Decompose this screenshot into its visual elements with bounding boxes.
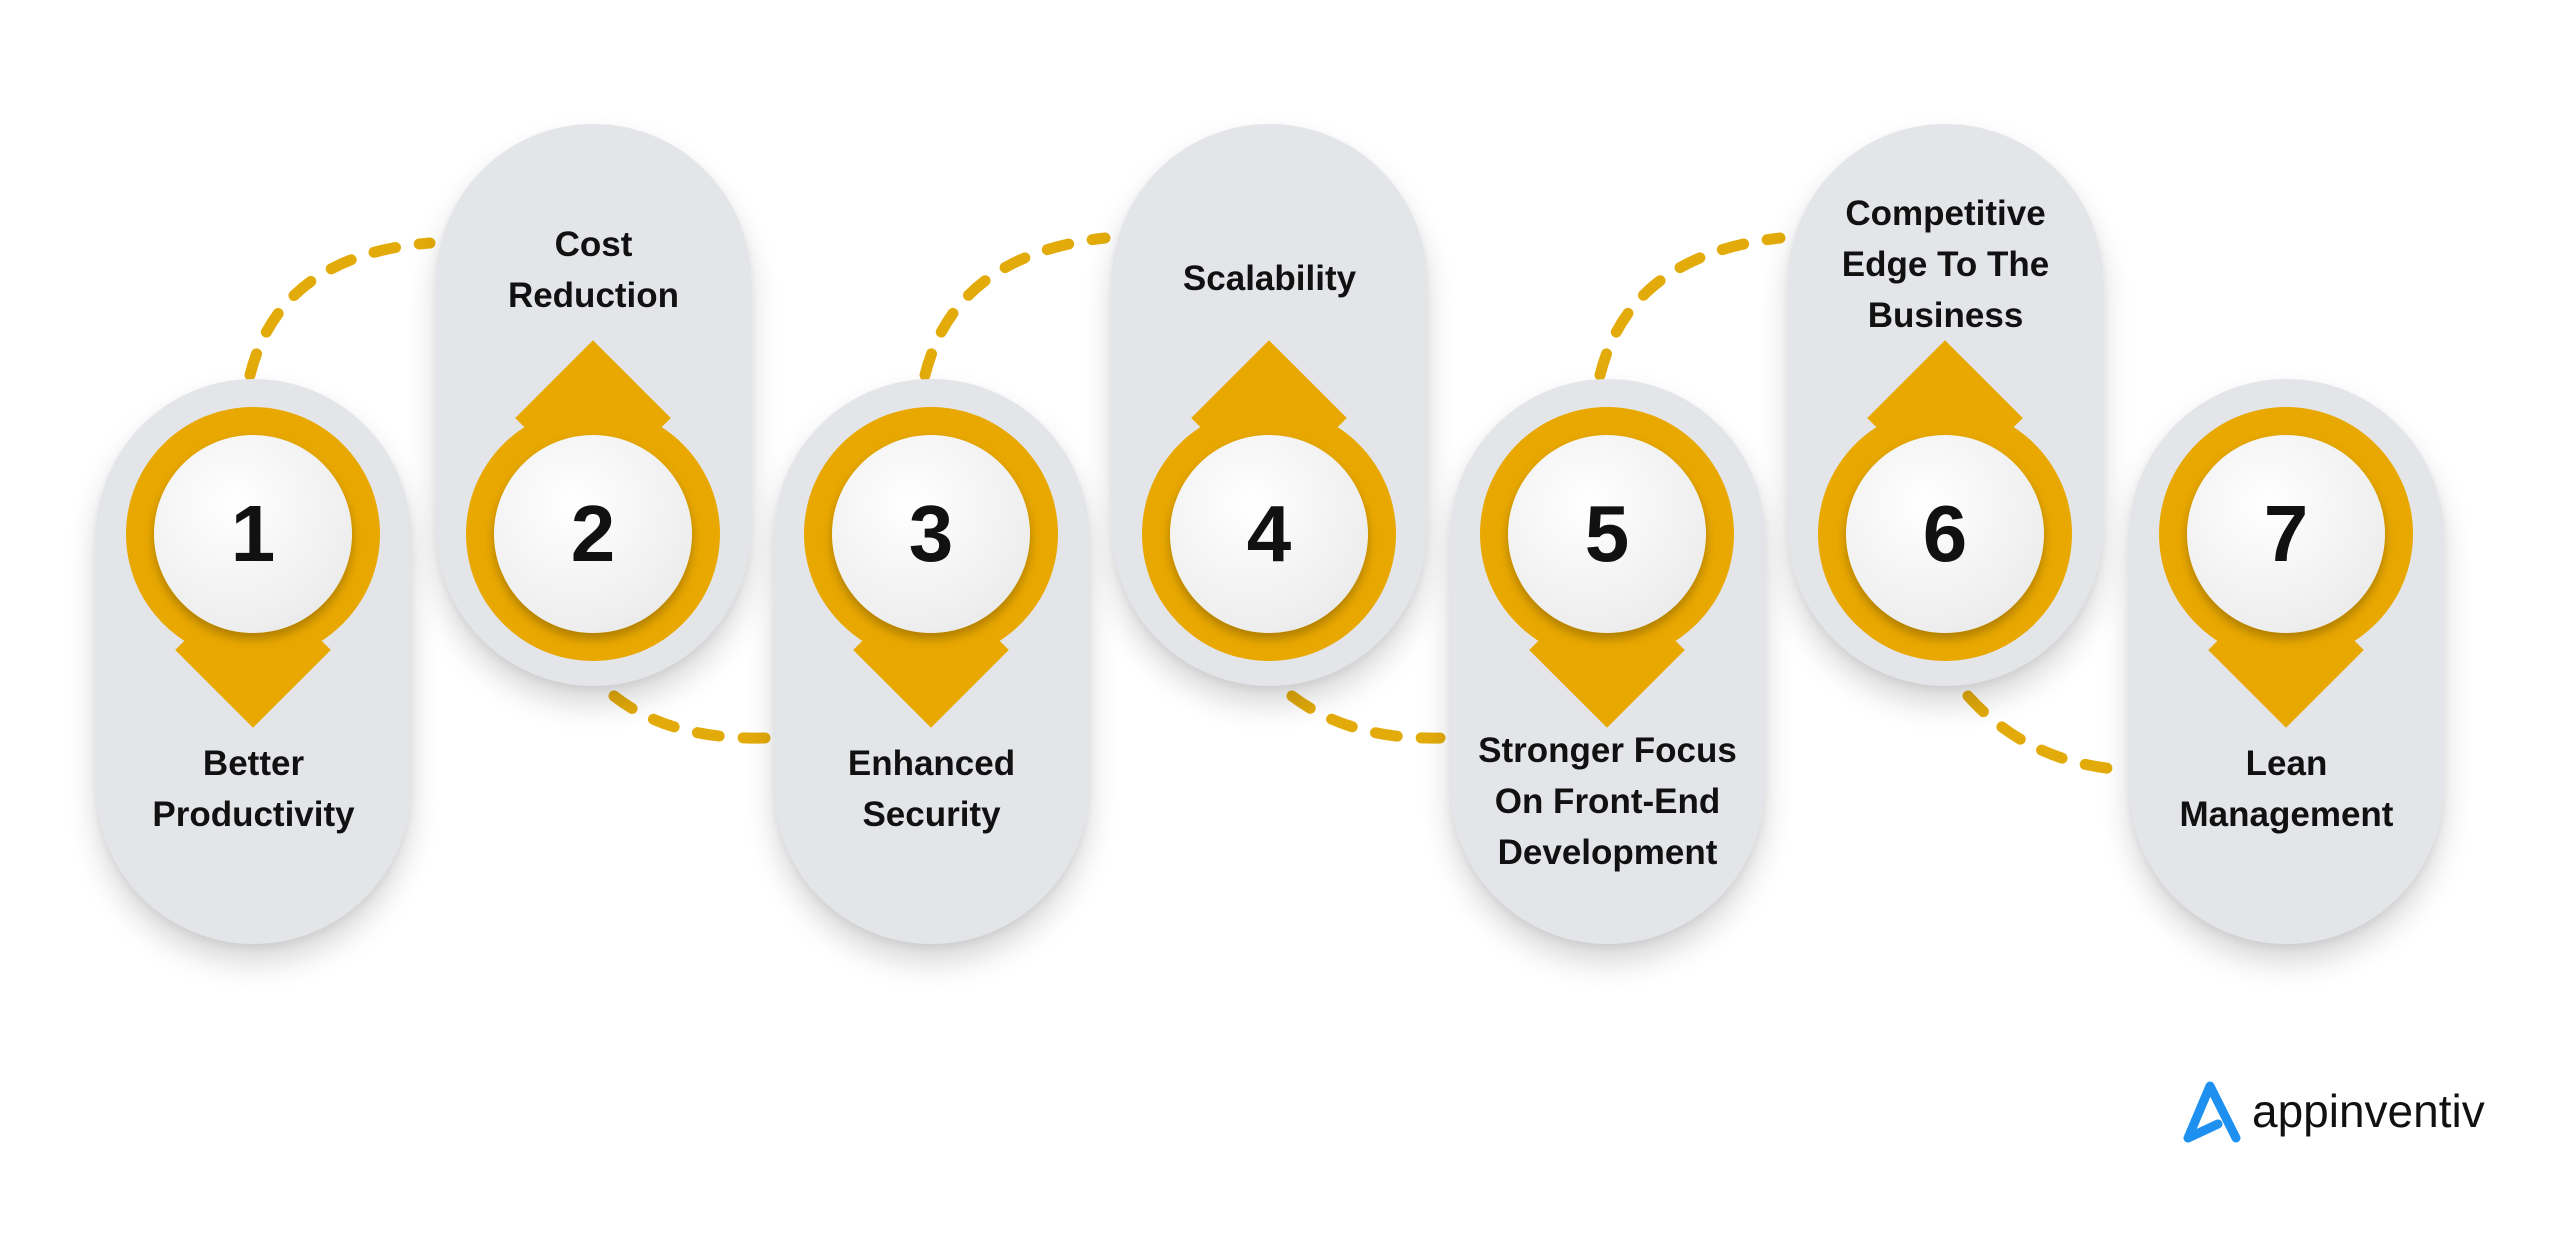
step-label-line: Better bbox=[202, 744, 305, 783]
step-label-line: Competitive bbox=[1845, 194, 2046, 233]
connector-3-4 bbox=[919, 232, 1111, 381]
step-label-line: Lean bbox=[2245, 744, 2328, 783]
step-label-line: Cost bbox=[554, 225, 633, 264]
step-marker-1: 1 bbox=[126, 407, 380, 728]
step-label-line: Stronger Focus bbox=[1478, 731, 1737, 770]
step-number: 2 bbox=[494, 435, 692, 633]
step-number: 6 bbox=[1846, 435, 2044, 633]
step-label-line: Scalability bbox=[1182, 259, 1357, 298]
step-label-line: On Front-End bbox=[1494, 782, 1721, 821]
connector-4-5 bbox=[1286, 690, 1446, 744]
step-label-line: Reduction bbox=[507, 276, 680, 315]
step-label-line: Edge To The bbox=[1841, 245, 2050, 284]
step-number: 5 bbox=[1508, 435, 1706, 633]
appinventiv-logo: appinventiv bbox=[2180, 1078, 2485, 1144]
step-label-line: Security bbox=[862, 795, 1001, 834]
step-marker-5: 5 bbox=[1480, 407, 1734, 728]
step-marker-4: 4 bbox=[1142, 340, 1396, 661]
step-number: 7 bbox=[2187, 435, 2385, 633]
connector-5-6 bbox=[1594, 232, 1786, 381]
appinventiv-logo-icon bbox=[2183, 1081, 2241, 1143]
step-marker-7: 7 bbox=[2159, 407, 2413, 728]
step-label-4: Scalability bbox=[1112, 253, 1427, 304]
step-label-line: Management bbox=[2179, 795, 2394, 834]
step-marker-6: 6 bbox=[1818, 340, 2072, 661]
step-marker-2: 2 bbox=[466, 340, 720, 661]
brand-name: appinventiv bbox=[2252, 1085, 2485, 1137]
connector-6-7 bbox=[1962, 690, 2134, 776]
step-label-line: Development bbox=[1497, 833, 1718, 872]
connector-2-3 bbox=[608, 690, 771, 744]
step-label-line: Enhanced bbox=[847, 744, 1016, 783]
step-number: 4 bbox=[1170, 435, 1368, 633]
step-marker-3: 3 bbox=[804, 407, 1058, 728]
step-number: 3 bbox=[832, 435, 1030, 633]
step-label-line: Business bbox=[1867, 296, 2024, 335]
connector-1-2 bbox=[244, 237, 436, 381]
step-number: 1 bbox=[154, 435, 352, 633]
step-label-line: Productivity bbox=[152, 795, 355, 834]
